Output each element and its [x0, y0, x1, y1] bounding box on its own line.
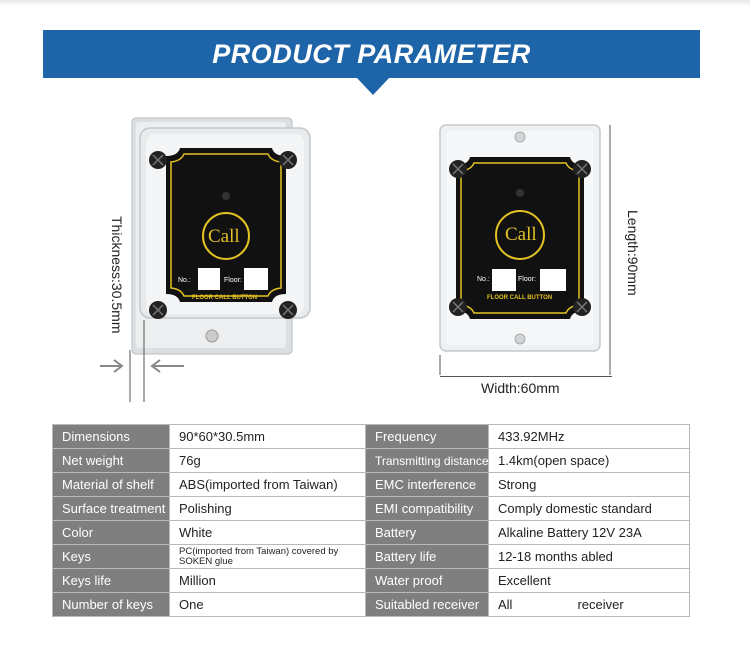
top-border [0, 0, 750, 6]
param-value: Polishing [169, 496, 366, 521]
param-label: Battery life [365, 544, 489, 569]
right-button-label: Call [505, 224, 537, 245]
param-value: PC(imported from Taiwan) covered by SOKE… [169, 544, 366, 569]
param-label: Transmitting distance [365, 448, 489, 473]
call-button-device-left [100, 117, 311, 402]
param-value: White [169, 520, 366, 545]
thickness-label: Thickness:30.5mm [109, 216, 125, 334]
param-value: Excellent [488, 568, 690, 593]
right-panel-caption: FLOOR CALL BUTTON [487, 295, 553, 301]
param-value: All receiver [488, 592, 690, 617]
param-label: Frequency [365, 424, 489, 449]
param-label: Suitabled receiver [365, 592, 489, 617]
param-label: Color [52, 520, 170, 545]
call-button-device-right [439, 124, 611, 375]
banner-pointer [356, 77, 390, 95]
param-label: Battery [365, 520, 489, 545]
left-no-label: No.: [178, 277, 191, 284]
param-value: 90*60*30.5mm [169, 424, 366, 449]
param-value: Million [169, 568, 366, 593]
param-label: Net weight [52, 448, 170, 473]
param-label: EMC interference [365, 472, 489, 497]
length-label: Length:90mm [625, 210, 641, 296]
param-value: One [169, 592, 366, 617]
param-value: Comply domestic standard [488, 496, 690, 521]
right-floor-label: Floor: [518, 276, 536, 283]
dimension-line-bottom [440, 376, 612, 377]
param-label: EMI compatibility [365, 496, 489, 521]
left-panel-caption: FLOOR CALL BUTTON [192, 295, 258, 301]
param-label: Water proof [365, 568, 489, 593]
param-label: Dimensions [52, 424, 170, 449]
param-label: Surface treatment [52, 496, 170, 521]
left-button-label: Call [208, 226, 240, 247]
right-no-label: No.: [477, 276, 490, 283]
title-banner [43, 30, 700, 78]
param-label: Material of shelf [52, 472, 170, 497]
param-value: 1.4km(open space) [488, 448, 690, 473]
param-label: Keys life [52, 568, 170, 593]
param-value: 433.92MHz [488, 424, 690, 449]
param-value: 76g [169, 448, 366, 473]
param-label: Keys [52, 544, 170, 569]
left-floor-label: Floor: [224, 277, 242, 284]
param-value: 12-18 months abled [488, 544, 690, 569]
param-value: Strong [488, 472, 690, 497]
param-value: ABS(imported from Taiwan) [169, 472, 366, 497]
param-value: Alkaline Battery 12V 23A [488, 520, 690, 545]
param-label: Number of keys [52, 592, 170, 617]
page-title: PRODUCT PARAMETER [212, 39, 531, 69]
width-label: Width:60mm [481, 380, 560, 396]
